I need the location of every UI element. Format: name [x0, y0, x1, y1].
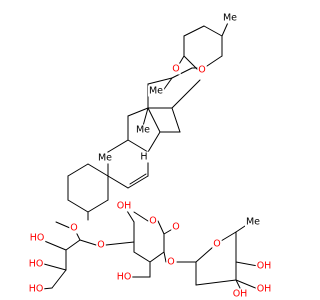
bond-22: [127, 139, 149, 153]
bond-28: [127, 175, 149, 189]
label-background: [27, 283, 45, 295]
methyl-c21-label: Me: [149, 86, 163, 97]
label-background: [148, 215, 158, 227]
glycoside-oxygen-label: O: [172, 222, 179, 233]
bond-24: [142, 107, 149, 127]
label-background: [197, 64, 207, 76]
bond-27: [107, 175, 129, 189]
bond-44: [133, 251, 151, 263]
bond-35: [67, 199, 89, 213]
label-background: [27, 258, 45, 270]
rhamnose-hydroxyl-3-label: OH: [233, 289, 248, 300]
bond-36: [87, 199, 109, 213]
bond-50: [163, 251, 167, 263]
bond-10: [171, 67, 193, 79]
label-background: [28, 232, 46, 244]
bond-17: [147, 107, 161, 133]
bond-59: [55, 221, 71, 229]
label-background: [231, 288, 249, 300]
bond-5: [203, 55, 223, 69]
glucose-ring-oxygen-label: O: [149, 216, 156, 227]
bond-32: [87, 163, 109, 177]
label-background: [115, 271, 133, 283]
label-background: [171, 63, 181, 75]
label-background: [212, 238, 222, 250]
bond-23: [147, 131, 161, 153]
bond-20: [127, 107, 149, 117]
bond-61: [195, 246, 214, 263]
bond-13: [147, 77, 173, 85]
rhamnose-methyl-label: Me: [246, 217, 260, 228]
label-background: [147, 85, 165, 97]
bond-67: [235, 279, 259, 290]
furan-oxygen-label: O: [198, 65, 205, 76]
xylose-hydroxyl-3-label: HO: [29, 284, 44, 295]
bond-70: [195, 279, 237, 286]
label-background: [221, 12, 239, 24]
bond-57: [51, 269, 67, 289]
label-background: [115, 200, 133, 212]
xylose-hydroxyl-1-label: HO: [30, 233, 45, 244]
bond-33: [67, 163, 89, 177]
bond-40: [157, 220, 165, 235]
methyl-c18-label: Me: [136, 125, 150, 136]
methyl-c19-label: Me: [98, 153, 112, 164]
rhamnose-ring-oxygen-label: O: [213, 239, 220, 250]
bond-43: [149, 251, 165, 263]
spiro-ring-oxygen-label: O: [172, 64, 179, 75]
label-background: [96, 152, 114, 164]
glucose-xylose-link-oxygen-label: O: [97, 240, 104, 251]
label-background: [171, 221, 181, 233]
label-background: [255, 283, 273, 295]
label-background: [134, 124, 152, 136]
bond-16: [171, 79, 201, 109]
bond-layer: [41, 17, 259, 290]
label-background: [255, 260, 273, 272]
bond-19: [171, 107, 181, 133]
bond-25: [107, 139, 129, 153]
bond-30: [129, 173, 147, 185]
xylose-ring-oxygen-label: O: [70, 223, 77, 234]
bond-62: [220, 231, 237, 242]
bond-53: [65, 239, 81, 251]
hydrogen-label: H: [140, 152, 147, 163]
label-background: [139, 151, 149, 163]
atom-label-layer: O O Me Me Me Me H O O OH HO O O O HO HO …: [27, 12, 273, 300]
bond-1: [203, 25, 223, 37]
bond-49: [105, 241, 135, 246]
bond-54: [41, 239, 67, 251]
xylose-hydroxyl-2-label: HO: [29, 259, 44, 270]
bond-51: [79, 239, 97, 246]
label-background: [166, 256, 176, 268]
label-background: [69, 222, 79, 234]
methyl-top-label: Me: [223, 13, 237, 24]
bond-65: [235, 261, 259, 267]
rhamnose-hydroxyl-1-label: OH: [257, 261, 272, 272]
bond-41: [133, 211, 149, 222]
bond-2: [183, 25, 205, 37]
glucose-hydroxyl-label: HO: [117, 272, 132, 283]
rhamnose-hydroxyl-2-label: OH: [257, 284, 272, 295]
molecule-structure-diagram: O O Me Me Me Me H O O OH HO O O O HO HO …: [27, 12, 273, 300]
bond-8: [183, 55, 199, 71]
label-background: [244, 216, 262, 228]
bond-56: [43, 263, 67, 271]
glucose-hydroxymethyl-label: OH: [117, 201, 132, 212]
label-background: [96, 239, 106, 251]
bond-68: [235, 279, 241, 289]
glucose-rhamnose-link-oxygen-label: O: [167, 257, 174, 268]
